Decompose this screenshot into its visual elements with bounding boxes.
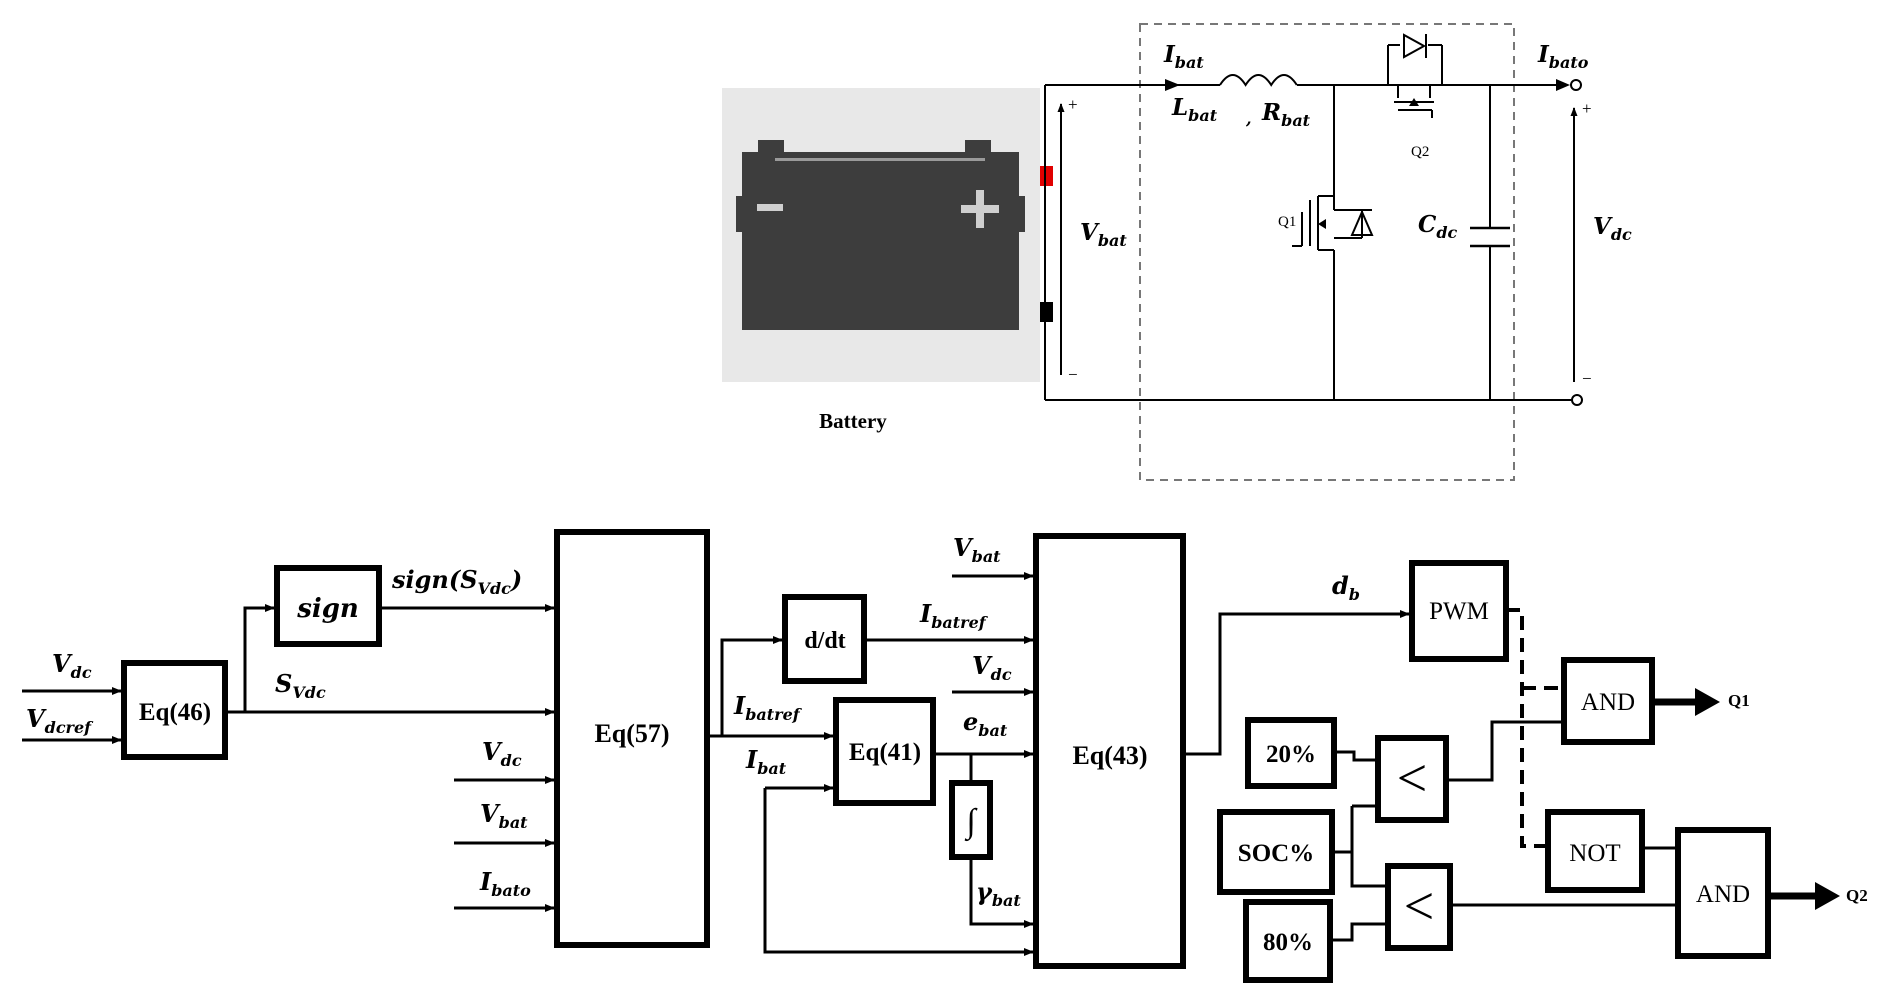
sig-ebat-43: ebat [963, 707, 1008, 740]
pct20-text: 20% [1266, 741, 1316, 768]
ibato-arrow [1556, 79, 1570, 91]
ddt-text: d/dt [804, 628, 845, 654]
q1-label: Q1 [1278, 214, 1296, 230]
q2-label: Q2 [1411, 144, 1429, 160]
converter-circuit: Battery [722, 23, 1632, 481]
block-pct80 [1243, 899, 1333, 983]
block-ddt [782, 594, 867, 684]
sig-vdc-in: Vdc [52, 649, 92, 682]
signal-wires [22, 572, 1675, 956]
label-rbat: Rbat [1261, 99, 1311, 130]
battery-caption: Battery [819, 409, 887, 433]
sig-ibatref-41: Ibatref [733, 691, 803, 724]
vbat-minus: − [1068, 365, 1078, 384]
sig-vdcref: Vdcref [26, 704, 94, 737]
positive-terminal [1040, 166, 1053, 186]
output-arrows [1652, 688, 1840, 910]
block-eq46 [121, 660, 228, 760]
cmp1-text: < [1397, 748, 1427, 808]
sig-ibato-57: Ibato [479, 867, 531, 900]
sig-gammabat-43: γbat [976, 877, 1021, 910]
and2-text: AND [1696, 881, 1750, 908]
block-sign [274, 565, 382, 647]
converter-boundary [1139, 23, 1515, 481]
sig-ibat-41: Ibat [745, 745, 787, 778]
label-ibato: Ibato [1537, 41, 1589, 72]
output-terminal-top [1570, 79, 1582, 91]
block-texts: Eq(46) sign Eq(57) d/dt Eq(41) ∫ Eq(43) … [139, 594, 1750, 956]
integrator-text: ∫ [964, 803, 978, 842]
pwm-dashed-signals [1506, 608, 1561, 848]
sig-ibatref-43: Ibatref [919, 599, 989, 632]
sig-sign-out: sign(SVdc) [391, 565, 522, 598]
output-q1: Q1 [1728, 691, 1750, 710]
label-lbat: Lbat [1171, 94, 1218, 125]
q2-diode-triangle [1403, 33, 1427, 59]
label-separator: , [1245, 109, 1252, 128]
negative-terminal [1040, 302, 1053, 322]
sig-db: db [1332, 571, 1360, 604]
soc-text: SOC% [1238, 840, 1314, 867]
vbat-plus: + [1068, 95, 1078, 114]
block-and1 [1561, 657, 1655, 745]
sig-vbat-43: Vbat [953, 533, 1001, 566]
label-ibat: Ibat [1163, 41, 1204, 72]
sig-vdc-57: Vdc [482, 737, 522, 770]
q2-gate-arrow [1409, 98, 1419, 106]
pct80-text: 80% [1263, 929, 1313, 956]
switch-q2 [1387, 44, 1443, 118]
eq43-text: Eq(43) [1072, 741, 1147, 770]
eq57-text: Eq(57) [594, 719, 669, 748]
inductor-lbat [1219, 74, 1298, 87]
label-cdc: Cdc [1418, 211, 1458, 242]
circuit-wires [1044, 84, 1573, 401]
vdc-plus: + [1582, 99, 1592, 118]
block-boxes [121, 529, 1771, 983]
output-q2: Q2 [1846, 886, 1868, 905]
block-eq43 [1033, 533, 1186, 969]
sig-vdc-43: Vdc [972, 651, 1012, 684]
sig-svdc: SVdc [275, 669, 326, 702]
block-cmp1 [1375, 735, 1449, 823]
ibat-arrow [1165, 79, 1180, 91]
q1-gate-arrow [1318, 219, 1326, 229]
block-eq57 [554, 529, 710, 948]
q1-diode-triangle [1350, 209, 1374, 236]
battery-icon [722, 88, 1040, 382]
cmp2-text: < [1404, 876, 1434, 936]
control-diagram: Eq(46) sign Eq(57) d/dt Eq(41) ∫ Eq(43) … [22, 529, 1868, 983]
block-and2 [1675, 827, 1771, 959]
capacitor-cdc [1470, 226, 1510, 248]
eq46-text: Eq(46) [139, 699, 211, 726]
sign-text: sign [296, 594, 359, 624]
block-not [1545, 809, 1645, 893]
vdc-minus: − [1582, 369, 1592, 388]
block-cmp2 [1385, 863, 1453, 951]
switch-q1 [1292, 195, 1372, 251]
and1-text: AND [1581, 689, 1635, 716]
label-vdc: Vdc [1593, 213, 1632, 244]
sig-vbat-57: Vbat [480, 799, 528, 832]
not-text: NOT [1569, 840, 1620, 867]
block-eq41 [833, 697, 936, 806]
block-soc [1217, 809, 1335, 895]
output-terminal-bottom [1571, 394, 1583, 406]
eq41-text: Eq(41) [849, 739, 921, 766]
signal-labels: Vdc Vdcref sign(SVdc) SVdc Vdc Vbat Ibat… [26, 533, 1360, 910]
pwm-text: PWM [1429, 598, 1489, 625]
label-vbat: Vbat [1080, 219, 1127, 250]
